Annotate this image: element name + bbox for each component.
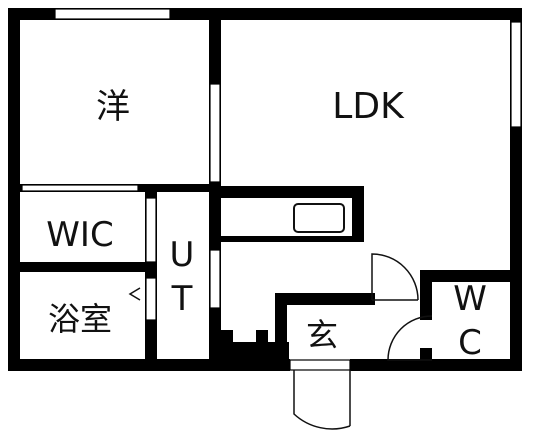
wall-entrance-left [275, 293, 287, 343]
window-right-ldk [510, 21, 522, 128]
wall-toilet-left-lower [420, 348, 432, 370]
bath-marker [128, 287, 141, 301]
label-bathroom: 浴室 [48, 300, 112, 338]
door-swing-ldk [371, 253, 419, 301]
closet-door-western [21, 184, 139, 192]
label-western-room: 洋 [96, 87, 130, 127]
door-swing-entrance [293, 370, 351, 430]
label-wic: WIC [46, 215, 113, 255]
pillar-bottom-2 [256, 330, 268, 342]
wall-bottom-right [350, 359, 522, 371]
label-utility-line1: U [170, 235, 195, 275]
wall-kitchen-top [209, 186, 364, 198]
entrance-gap [289, 359, 351, 371]
openings [21, 8, 522, 371]
label-entrance: 玄 [306, 316, 338, 354]
wall-wic-bath [8, 262, 156, 272]
door-swings [128, 253, 433, 430]
opening-utility-right [209, 249, 221, 309]
kitchen-sink [293, 203, 345, 233]
pillar-bottom-1 [221, 330, 233, 342]
label-ldk: LDK [332, 86, 405, 127]
opening-utility-left [145, 197, 157, 263]
room-labels: 洋 LDK WIC U T 浴室 玄 W C [46, 86, 487, 363]
wall-utility-bottom [221, 342, 289, 371]
wall-toilet-left [420, 270, 432, 320]
window-top-western [54, 8, 171, 20]
wall-entrance-top [275, 293, 375, 305]
label-toilet-line1: W [453, 279, 487, 319]
opening-western-ldk [209, 83, 221, 183]
label-utility-line2: T [171, 279, 193, 319]
wall-toilet-top [420, 270, 522, 282]
bath-door [145, 277, 157, 321]
label-toilet-line2: C [458, 323, 482, 363]
wall-kitchen-bottom [221, 236, 364, 242]
door-swing-toilet [387, 315, 433, 361]
wall-kitchen-right [352, 186, 364, 242]
